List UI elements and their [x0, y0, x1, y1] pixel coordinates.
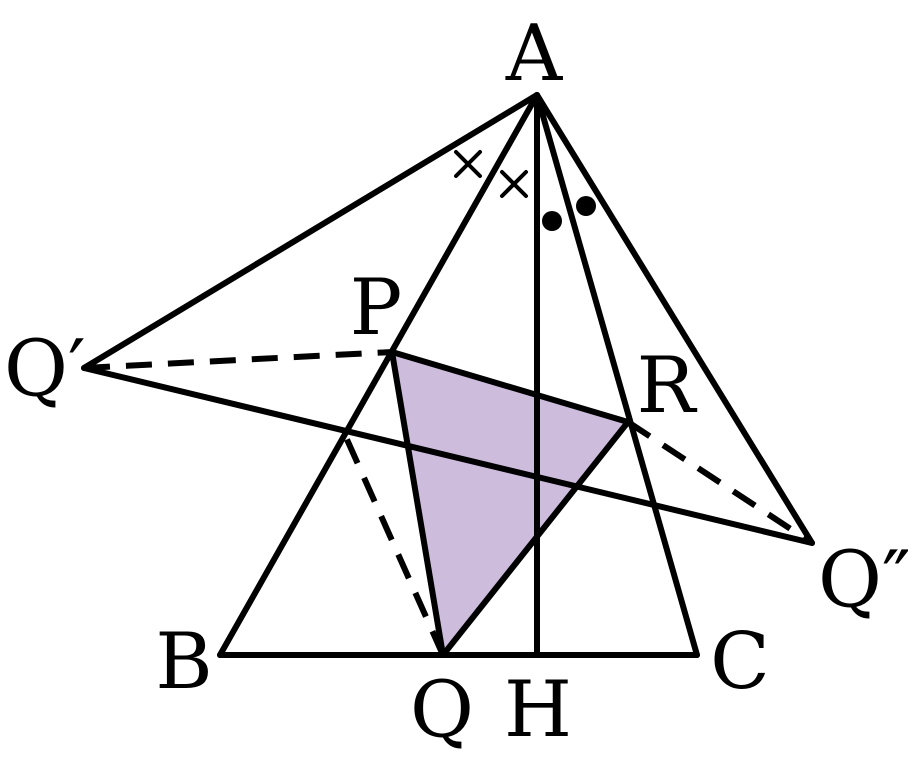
label-c: C [710, 617, 770, 707]
label-p: P [350, 263, 402, 353]
segment-q-prime-q-double-prime [81, 365, 815, 546]
label-q-prime: Q′ [4, 324, 86, 414]
segment-aq-prime [81, 92, 540, 371]
label-a: A [505, 9, 564, 99]
segment-ab [217, 92, 540, 658]
label-q-double-prime: Q″ [818, 535, 908, 625]
angle-mark-dot-2 [576, 196, 596, 216]
segment-aq-double-prime [534, 92, 815, 546]
label-r: R [637, 341, 698, 431]
segment-ac [534, 92, 700, 658]
label-h: H [504, 665, 572, 755]
triangle-pqr-fill [392, 352, 628, 655]
segment-qr [440, 419, 631, 658]
segment-pq [389, 349, 446, 658]
label-q: Q [410, 665, 474, 755]
angle-mark-cross-2 [500, 170, 528, 198]
angle-mark-cross-1 [454, 150, 482, 178]
angle-mark-dot-1 [542, 211, 562, 231]
dashed-q-prime-p [83, 349, 393, 371]
segment-pr [389, 349, 631, 425]
label-b: B [155, 617, 212, 707]
dashed-r-q-double-prime [626, 419, 814, 546]
